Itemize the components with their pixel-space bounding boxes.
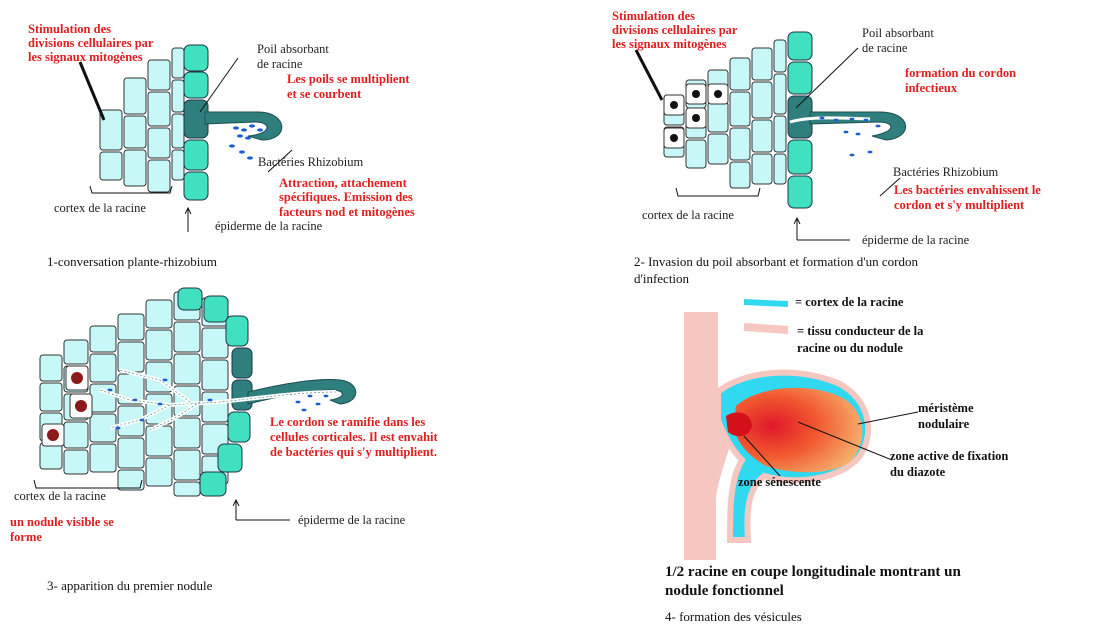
p2-bacteria-label: Bactéries Rhizobium [893,165,998,179]
p1-poils-l2: et se courbent [287,87,362,101]
p1-caption: 1-conversation plante-rhizobium [47,254,217,269]
p3-nodule-l1: un nodule visible se [10,515,114,529]
p3-cordon-l1: Le cordon se ramifie dans les [270,415,425,429]
p2-env-l1: Les bactéries envahissent le [894,183,1041,197]
p1-poil-l1: Poil absorbant [257,42,329,56]
p1-bacteria-label: Bactéries Rhizobium [258,155,363,169]
root-hair [810,112,906,140]
p3-caption: 3- apparition du premier nodule [47,578,213,593]
p4-legend-cortex: = cortex de la racine [795,295,904,309]
cortex-cells [40,292,228,496]
p4-caption: 4- formation des vésicules [665,609,802,624]
p3-cordon-l2: cellules corticales. Il est envahit [270,430,439,444]
epidermis [184,45,208,200]
p2-form-l1: formation du cordon [905,66,1016,80]
p1-stim-l2: divisions cellulaires par [28,36,154,50]
p2-stim-l3: les signaux mitogènes [612,37,727,51]
p1-attr-l2: spécifiques. Emission des [279,190,413,204]
p4-title-l1: 1/2 racine en coupe longitudinale montra… [665,564,962,580]
p1-stim-l1: Stimulation des [28,22,111,36]
p3-epiderme-label: épiderme de la racine [298,513,406,527]
legend-tissu-swatch [744,327,788,330]
p1-epiderme-label: épiderme de la racine [215,219,323,233]
p2-env-l2: cordon et s'y multiplient [894,198,1025,212]
p4-meristeme-l1: méristème [918,401,974,415]
p4-title-l2: nodule fonctionnel [665,583,784,599]
legend-cortex-swatch [744,302,788,304]
cortex-cells [100,48,184,192]
p4-zone-senescente: zone sénescente [738,475,821,489]
p1-attr-l1: Attraction, attachement [279,176,408,190]
p1-cortex-label: cortex de la racine [54,201,146,215]
p2-form-l2: infectieux [905,81,958,95]
svg-text:2- Invasion du poil absorbant: 2- Invasion du poil absorbant et formati… [634,254,918,286]
p2-caption-l2: d'infection [634,271,690,286]
p1-stim-l3: les signaux mitogènes [28,50,143,64]
p3-nodule-l2: forme [10,530,42,544]
p1-poils-l1: Les poils se multiplient [287,72,410,86]
p2-stim-l2: divisions cellulaires par [612,23,738,37]
p4-legend-tissu-l1: = tissu conducteur de la [797,324,924,338]
p2-poil-l2: de racine [862,41,908,55]
root-hair [205,112,282,140]
p3-cordon-l3: de bactéries qui s'y multiplient. [270,445,437,459]
p2-caption-l1: 2- Invasion du poil absorbant et formati… [634,254,918,269]
p2-stim-l1: Stimulation des [612,9,695,23]
p4-meristeme-l2: nodulaire [918,417,970,431]
p4-zone-active-l2: du diazote [890,465,946,479]
svg-text:1/2 racine en coupe longitudin: 1/2 racine en coupe longitudinale montra… [665,564,962,599]
p3-cortex-label: cortex de la racine [14,489,106,503]
p2-epiderme-label: épiderme de la racine [862,233,970,247]
panel-4: = cortex de la racine = tissu conducteur… [665,295,1008,624]
p2-poil-l1: Poil absorbant [862,26,934,40]
p1-attr-l3: facteurs nod et mitogènes [279,205,415,219]
p4-legend-tissu-l2: racine ou du nodule [797,341,903,355]
p4-zone-active-l1: zone active de fixation [890,449,1008,463]
p2-cortex-label: cortex de la racine [642,208,734,222]
p1-poil-l2: de racine [257,57,303,71]
